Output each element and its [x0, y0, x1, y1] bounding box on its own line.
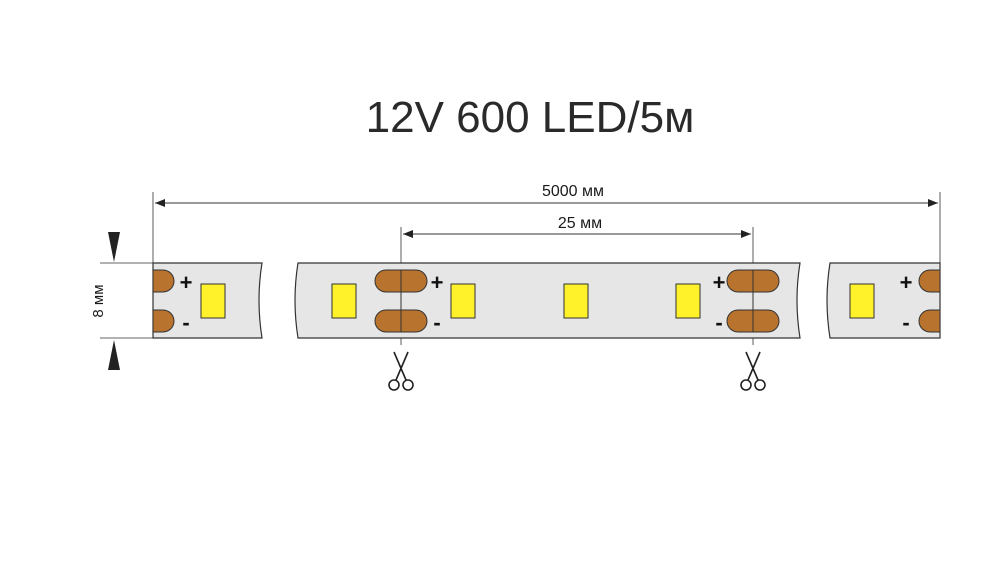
strip-segment-left: + - [152, 262, 263, 339]
scissors-icon [740, 351, 766, 391]
positive-sign: + [180, 270, 193, 295]
width-label: 8 мм [90, 284, 107, 317]
negative-sign: - [433, 310, 440, 335]
width-dimension: 8 мм [90, 232, 153, 370]
positive-sign: + [431, 270, 444, 295]
positive-sign: + [713, 270, 726, 295]
negative-sign: - [715, 310, 722, 335]
solder-pad-positive [918, 269, 941, 293]
strip-segment-middle: + - + - [294, 262, 801, 339]
led-chip [849, 283, 875, 319]
page-title: 12V 600 LED/5м [366, 93, 695, 142]
led-chip [200, 283, 226, 319]
solder-pad-positive [152, 269, 175, 293]
solder-pad-negative [152, 309, 175, 333]
total-length-dimension: 5000 мм [152, 183, 941, 268]
negative-sign: - [182, 310, 189, 335]
total-length-label: 5000 мм [542, 183, 604, 200]
led-chip [675, 283, 701, 319]
led-chip [563, 283, 589, 319]
led-chip [450, 283, 476, 319]
solder-pad-negative [918, 309, 941, 333]
led-chip [331, 283, 357, 319]
scissors-icon [388, 351, 414, 391]
cut-interval-label: 25 мм [558, 215, 602, 232]
strip-segment-right: + - [826, 262, 941, 339]
positive-sign: + [900, 270, 913, 295]
negative-sign: - [902, 310, 909, 335]
